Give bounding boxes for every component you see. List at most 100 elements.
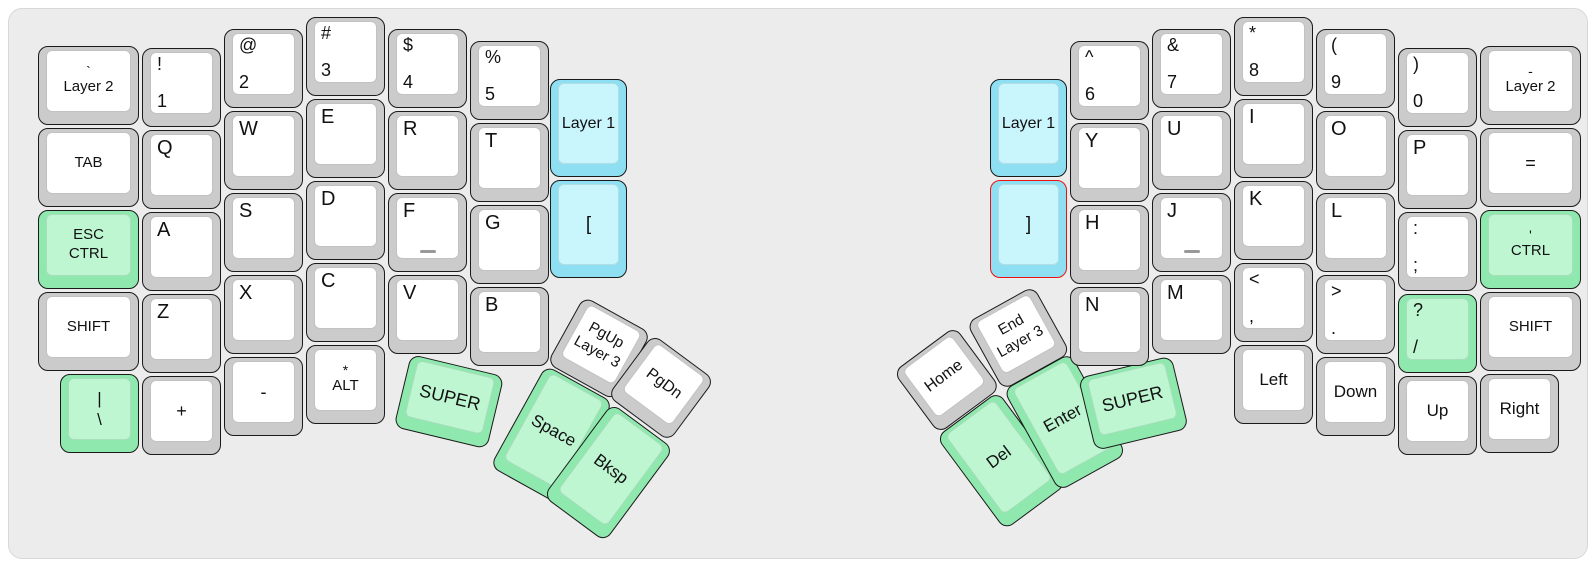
key-p[interactable]: P [1398,130,1477,209]
keytop: #3 [314,21,377,83]
key-legend: L [1331,200,1343,222]
key-at-2[interactable]: @2 [224,29,303,108]
keytop: A [150,216,213,278]
key-legend: O [1331,118,1347,140]
key-legend: Down [1333,382,1378,402]
key-y[interactable]: Y [1070,123,1149,202]
key-j[interactable]: J [1152,193,1231,272]
key-dash-layer2[interactable]: -Layer 2 [1480,46,1581,125]
key-arrow-left[interactable]: Left [1234,345,1313,424]
keytop: [ [558,184,619,265]
key-grave-layer2[interactable]: `Layer 2 [38,46,139,125]
key-legend: ! [157,54,163,74]
keytop: S [232,197,295,259]
key-arrow-right[interactable]: Right [1480,374,1559,453]
key-t[interactable]: T [470,123,549,202]
key-o[interactable]: O [1316,111,1395,190]
key-caret-6[interactable]: ^6 [1070,41,1149,120]
key-question-slash[interactable]: ?/ [1398,294,1477,373]
key-d[interactable]: D [306,181,385,260]
key-minus[interactable]: - [224,357,303,436]
key-q[interactable]: Q [142,130,221,209]
keytop: TAB [46,132,131,194]
key-h[interactable]: H [1070,205,1149,284]
key-n[interactable]: N [1070,287,1149,366]
key-legend: D [321,188,336,210]
key-legend: R [403,118,418,140]
key-left-bracket[interactable]: [ [550,180,627,278]
key-right-bracket[interactable]: ] [990,180,1067,278]
keytop: M [1160,279,1223,341]
key-colon-semicolon[interactable]: :; [1398,212,1477,291]
key-x[interactable]: X [224,275,303,354]
key-shift-left[interactable]: SHIFT [38,292,139,371]
keytop: ?/ [1406,298,1469,360]
key-k[interactable]: K [1234,181,1313,260]
key-tab[interactable]: TAB [38,128,139,207]
key-m[interactable]: M [1152,275,1231,354]
key-shift-right[interactable]: SHIFT [1480,292,1581,371]
key-legend: ALT [332,376,359,394]
key-s[interactable]: S [224,193,303,272]
key-quote-ctrl[interactable]: 'CTRL [1480,210,1581,289]
key-z[interactable]: Z [142,294,221,373]
key-percent-5[interactable]: %5 [470,41,549,120]
key-r[interactable]: R [388,111,467,190]
key-c[interactable]: C [306,263,385,342]
keytop: (9 [1324,33,1387,95]
key-equals[interactable]: = [1480,128,1581,207]
homing-bar-icon [1183,250,1200,253]
key-legend: < [1249,269,1260,289]
key-layer1-left[interactable]: Layer 1 [550,79,627,177]
key-u[interactable]: U [1152,111,1231,190]
keytop: |\ [68,378,131,440]
key-legend: Up [1426,401,1449,421]
key-exclam-1[interactable]: !1 [142,48,221,127]
keytop: Y [1078,127,1141,189]
key-legend: ' [1529,226,1532,243]
key-legend: I [1249,106,1255,128]
key-arrow-up[interactable]: Up [1398,376,1477,455]
keytop: Layer 1 [998,83,1059,164]
key-lparen-9[interactable]: (9 [1316,29,1395,108]
key-greater-period[interactable]: >. [1316,275,1395,354]
key-legend: Home [921,356,967,396]
key-legend: % [485,47,502,67]
key-legend: SUPER [417,380,483,415]
key-legend: CTRL [68,245,109,262]
keytop: )0 [1406,52,1469,114]
key-g[interactable]: G [470,205,549,284]
key-less-comma[interactable]: <, [1234,263,1313,342]
key-l[interactable]: L [1316,193,1395,272]
key-amp-7[interactable]: &7 [1152,29,1231,108]
key-legend: H [1085,212,1100,234]
key-dollar-4[interactable]: $4 [388,29,467,108]
key-v[interactable]: V [388,275,467,354]
keytop: Left [1242,349,1305,411]
key-star-alt[interactable]: *ALT [306,345,385,424]
keytop: `Layer 2 [46,50,131,112]
key-star-8[interactable]: *8 [1234,17,1313,96]
key-arrow-down[interactable]: Down [1316,357,1395,436]
keytop: V [396,279,459,341]
key-legend: B [485,294,499,316]
key-plus[interactable]: + [142,376,221,455]
key-legend: - [260,381,267,402]
key-pipe-backslash[interactable]: |\ [60,374,139,453]
key-rparen-0[interactable]: )0 [1398,48,1477,127]
key-b[interactable]: B [470,287,549,366]
key-a[interactable]: A [142,212,221,291]
key-f[interactable]: F [388,193,467,272]
key-i[interactable]: I [1234,99,1313,178]
keytop: Layer 1 [558,83,619,164]
key-hash-3[interactable]: #3 [306,17,385,96]
key-e[interactable]: E [306,99,385,178]
key-w[interactable]: W [224,111,303,190]
key-legend: J [1167,200,1177,222]
keytop: @2 [232,33,295,95]
key-legend: Right [1499,399,1540,419]
key-layer1-right[interactable]: Layer 1 [990,79,1067,177]
keytop: Down [1324,361,1387,423]
key-legend: Left [1259,370,1288,390]
